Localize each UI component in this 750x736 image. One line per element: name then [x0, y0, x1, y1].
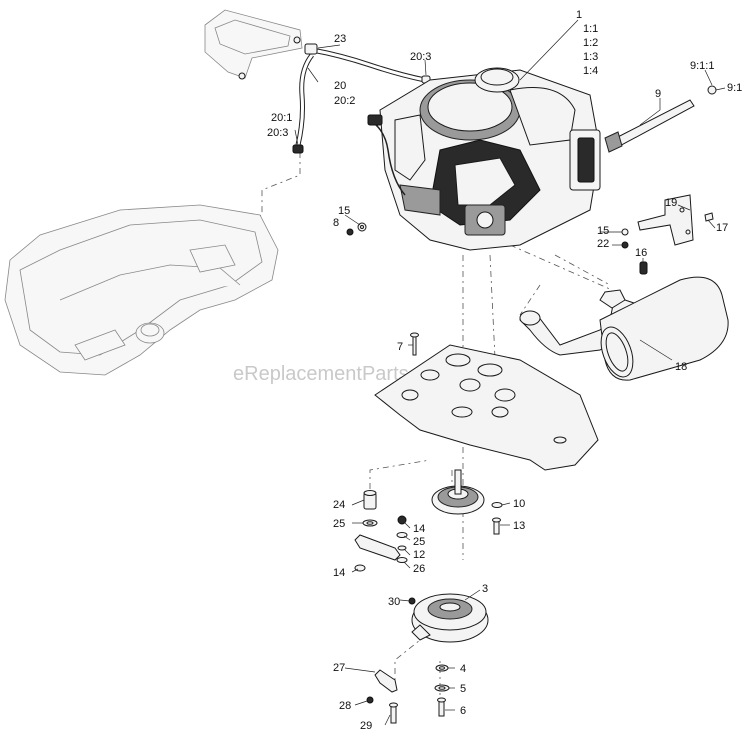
callout-24: 24: [333, 499, 345, 511]
leader-lines: [294, 19, 726, 726]
callout-20-1: 20:1: [271, 112, 292, 124]
callout-14-lower: 14: [333, 567, 345, 579]
callout-19: 19: [665, 197, 677, 209]
engine-pulley: [431, 469, 485, 515]
callout-1-2: 1:2: [583, 37, 598, 49]
callout-9-1: 9:1: [727, 82, 742, 94]
callout-25-left: 25: [333, 518, 345, 530]
engine-assembly: [367, 67, 601, 251]
callout-6: 6: [460, 705, 466, 717]
callout-20: 20: [334, 80, 346, 92]
callout-5: 5: [460, 683, 466, 695]
fuel-tank: [4, 204, 279, 376]
callout-1-1: 1:1: [583, 23, 598, 35]
muffler-bracket: [621, 194, 714, 275]
callout-29: 29: [360, 720, 372, 732]
callout-3: 3: [482, 583, 488, 595]
callout-18: 18: [675, 361, 687, 373]
callout-4: 4: [460, 663, 466, 675]
engine-fasteners: [346, 222, 367, 236]
clutch-stop-arm: [366, 669, 398, 724]
callout-20-2: 20:2: [334, 95, 355, 107]
callout-13: 13: [513, 520, 525, 532]
muffler: [519, 276, 729, 381]
callout-25-right: 25: [413, 536, 425, 548]
callout-20-3-left: 20:3: [267, 127, 288, 139]
fuel-tank-bracket: [204, 9, 303, 80]
watermark: eReplacementParts.com: [233, 363, 452, 385]
callout-16: 16: [635, 247, 647, 259]
callout-labels: 1 1:1 1:2 1:3 1:4 9 9:1:1 9:1 23 20:3 20…: [267, 9, 742, 732]
callout-23: 23: [334, 33, 346, 45]
air-intake-tube: [604, 85, 717, 153]
callout-26: 26: [413, 563, 425, 575]
callout-14-upper: 14: [413, 523, 425, 535]
callout-28: 28: [339, 700, 351, 712]
clutch-stop-hardware: [354, 490, 503, 572]
callout-8: 8: [333, 217, 339, 229]
callout-9-1-1: 9:1:1: [690, 60, 714, 72]
fuel-hose: [292, 43, 431, 154]
callout-10: 10: [513, 498, 525, 510]
callout-17: 17: [716, 222, 728, 234]
electric-clutch: [408, 593, 489, 643]
engine-mounting-plate: [374, 332, 599, 471]
callout-1-3: 1:3: [583, 51, 598, 63]
callout-27: 27: [333, 662, 345, 674]
callout-12: 12: [413, 549, 425, 561]
callout-20-3-top: 20:3: [410, 51, 431, 63]
callout-9: 9: [655, 88, 661, 100]
callout-30: 30: [388, 596, 400, 608]
clutch-fasteners: [434, 664, 450, 717]
callout-1-4: 1:4: [583, 65, 598, 77]
callout-15-left: 15: [338, 205, 350, 217]
callout-22: 22: [597, 238, 609, 250]
callout-7: 7: [397, 341, 403, 353]
callout-15-right: 15: [597, 225, 609, 237]
callout-1: 1: [576, 9, 582, 21]
